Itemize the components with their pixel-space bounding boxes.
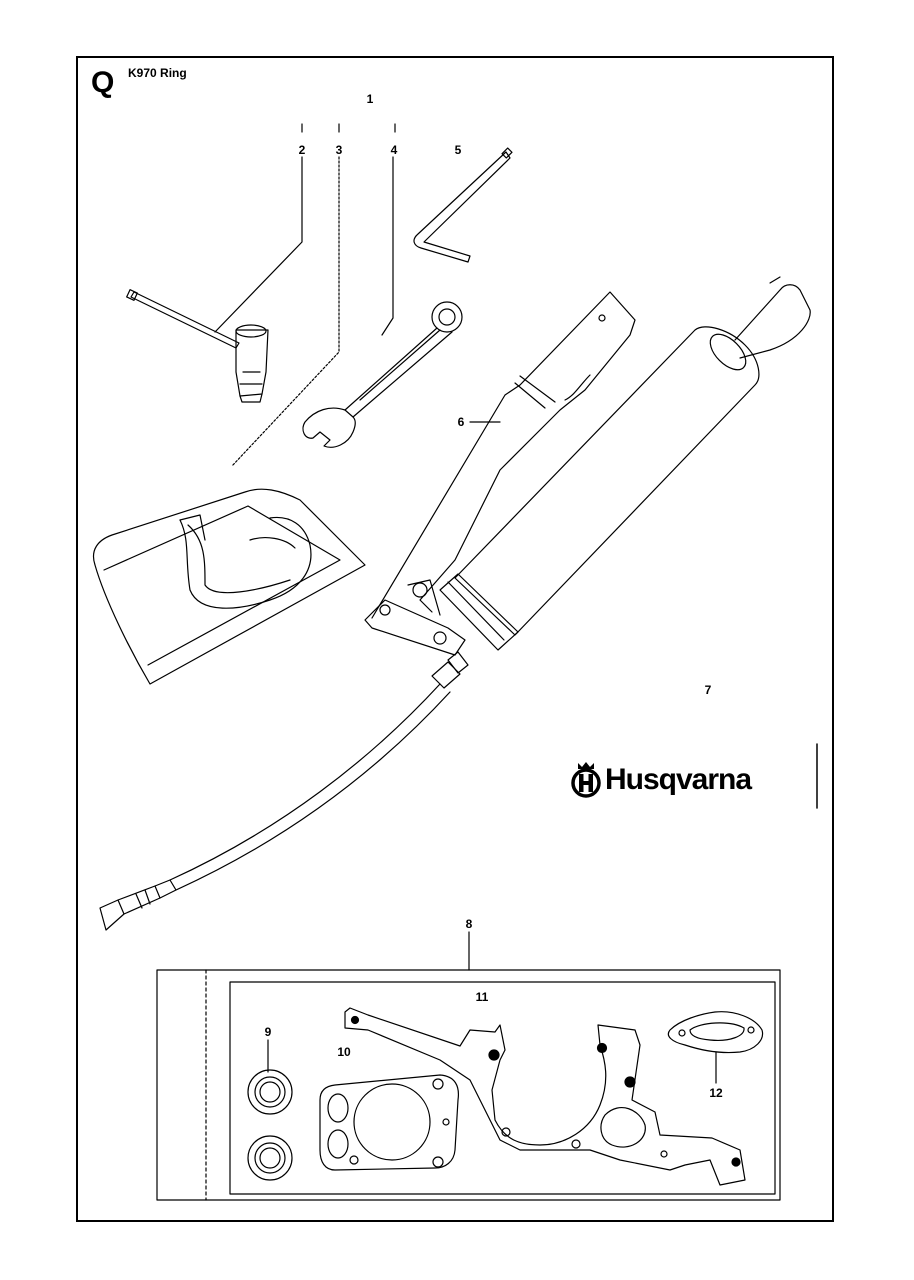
- socket-wrench-part-2: [126, 289, 269, 403]
- leader-ticks: [301, 123, 396, 133]
- muffler-gasket-part-12: [667, 1011, 764, 1054]
- callout-3[interactable]: 3: [335, 143, 343, 157]
- husqvarna-crown-h-logo-icon: [571, 762, 601, 798]
- callout-9[interactable]: 9: [264, 1025, 272, 1039]
- crankcase-gasket-part-11: [344, 1007, 746, 1186]
- cylinder-gasket-part-10: [319, 1074, 460, 1171]
- model-title: K970 Ring: [128, 66, 187, 80]
- combination-spanner-part-4: [302, 301, 463, 448]
- callout-5[interactable]: 5: [454, 143, 462, 157]
- tool-bag: [92, 488, 366, 685]
- husqvarna-logo: Husqvarna: [570, 760, 752, 800]
- callout-8[interactable]: 8: [465, 917, 473, 931]
- hex-key-part-5: [413, 147, 513, 263]
- callout-12[interactable]: 12: [709, 1086, 723, 1100]
- callout-1[interactable]: 1: [366, 92, 374, 106]
- gasket-kit-box: [156, 969, 781, 1201]
- callout-4[interactable]: 4: [390, 143, 398, 157]
- seal-rings-part-9: [247, 1069, 293, 1181]
- leader-lines: [214, 156, 717, 1084]
- callout-6[interactable]: 6: [457, 415, 465, 429]
- diagram-frame: [76, 56, 834, 1222]
- section-letter: Q: [91, 66, 115, 99]
- callout-11[interactable]: 11: [475, 990, 489, 1004]
- callout-2[interactable]: 2: [298, 143, 306, 157]
- callout-7[interactable]: 7: [704, 683, 712, 697]
- callout-10[interactable]: 10: [337, 1045, 351, 1059]
- brand-name: Husqvarna: [605, 763, 752, 796]
- grease-gun-part-6-7: [99, 276, 811, 931]
